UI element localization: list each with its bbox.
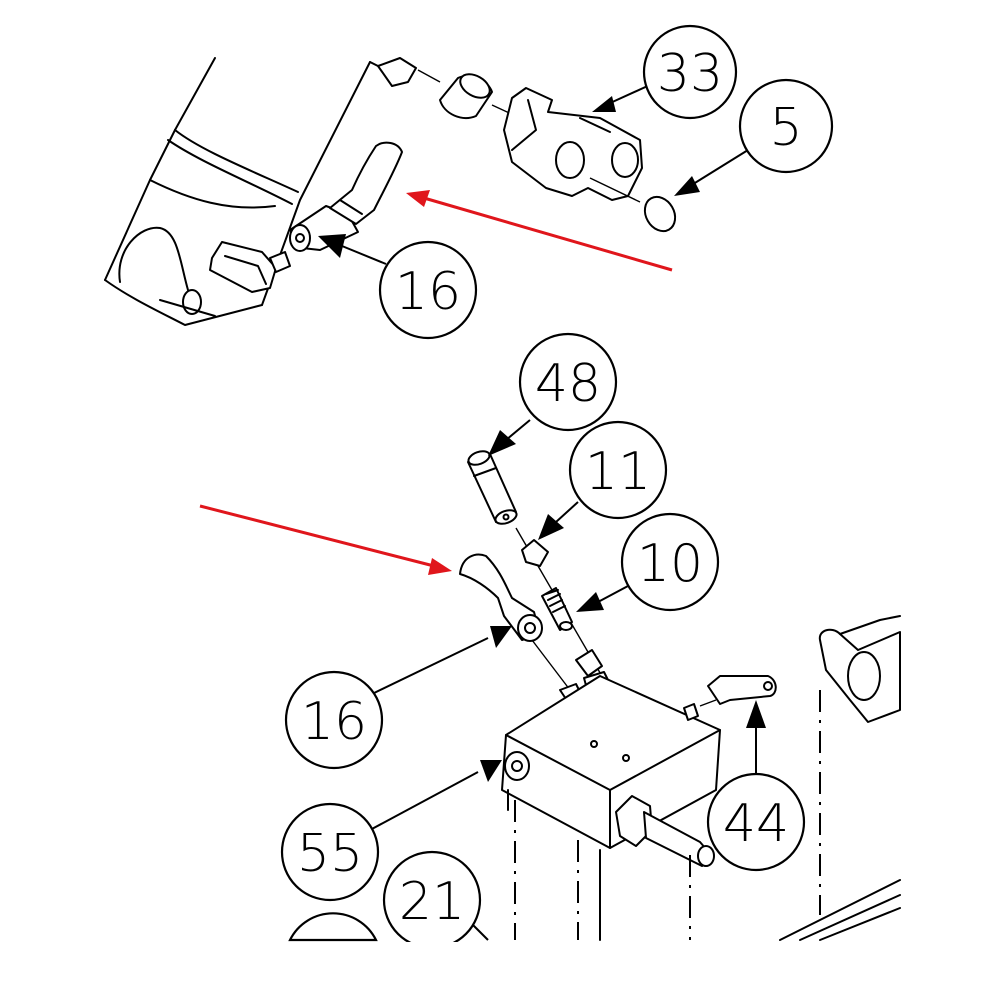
callout-33: 33 bbox=[592, 24, 738, 120]
callout-55-label: 55 bbox=[297, 824, 363, 884]
clevis-bracket bbox=[503, 87, 643, 201]
callout-16-bottom-label: 16 bbox=[301, 692, 367, 752]
callout-16-top: 16 bbox=[318, 234, 478, 340]
callout-21: 21 bbox=[382, 850, 489, 950]
cylinder-body-top bbox=[104, 57, 371, 326]
callout-33-label: 33 bbox=[657, 44, 723, 104]
callout-16-top-label: 16 bbox=[395, 262, 461, 322]
side-frame-right bbox=[779, 615, 901, 941]
callout-11-label: 11 bbox=[585, 442, 651, 502]
ball-seat bbox=[521, 539, 549, 567]
valve-block bbox=[501, 675, 721, 867]
hose-bottom bbox=[459, 553, 571, 691]
callout-5-label: 5 bbox=[769, 98, 802, 158]
callout-48-label: 48 bbox=[535, 354, 601, 414]
callout-10: 10 bbox=[576, 512, 720, 612]
retaining-ring bbox=[589, 177, 677, 233]
hose-top bbox=[289, 141, 403, 252]
callout-44-label: 44 bbox=[723, 794, 789, 854]
callout-10-label: 10 bbox=[637, 534, 703, 594]
valve-handle bbox=[699, 675, 777, 707]
callout-11: 11 bbox=[538, 420, 668, 540]
red-indicator-arrow-top bbox=[406, 190, 673, 272]
crop-mask bbox=[0, 942, 1000, 1000]
red-indicator-arrow-bottom bbox=[199, 504, 452, 575]
callout-partial-cut bbox=[288, 912, 378, 942]
callout-44: 44 bbox=[706, 700, 806, 872]
callout-55: 55 bbox=[280, 760, 502, 902]
callout-21-label: 21 bbox=[399, 872, 465, 932]
elbow-fitting-top bbox=[209, 241, 291, 293]
bushing-top bbox=[369, 57, 521, 119]
callout-16-bottom: 16 bbox=[284, 626, 512, 770]
callout-5: 5 bbox=[674, 78, 834, 196]
spring bbox=[541, 587, 573, 631]
callout-48: 48 bbox=[488, 332, 618, 456]
cylinder-stand-lines bbox=[507, 789, 691, 941]
